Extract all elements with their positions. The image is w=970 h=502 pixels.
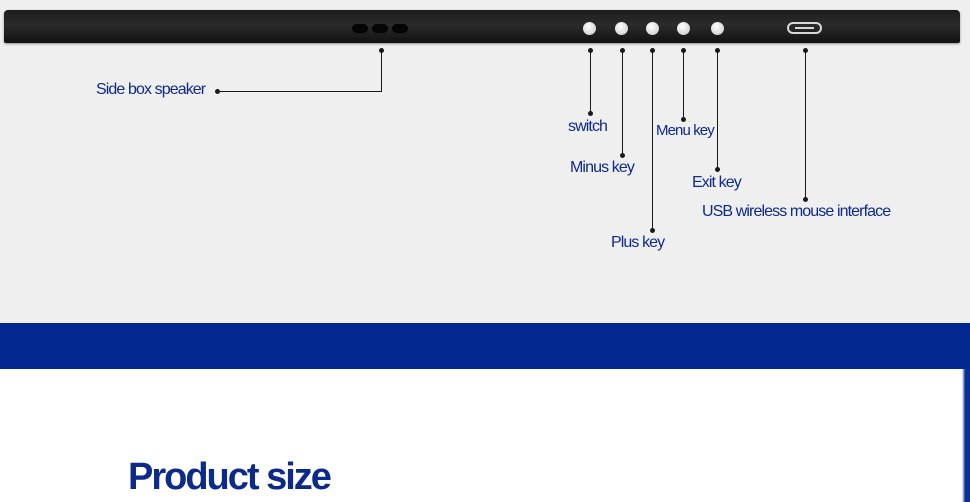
speaker-hole: [372, 24, 388, 33]
section-divider-band: [0, 323, 970, 369]
label-exit-key: Exit key: [692, 174, 742, 191]
label-usb-interface: USB wireless mouse interface: [702, 203, 891, 220]
callout-dot: [650, 228, 655, 233]
callout-line: [218, 91, 382, 92]
label-side-box-speaker: Side box speaker: [96, 81, 206, 98]
callout-dot: [215, 89, 220, 94]
label-switch: switch: [568, 118, 608, 135]
edge-decoration: [962, 369, 970, 502]
callout-line: [652, 50, 653, 231]
callout-line: [590, 50, 591, 114]
speaker-hole: [352, 24, 368, 33]
exit-key-button: [711, 22, 724, 35]
callout-line: [622, 50, 623, 156]
callout-line: [717, 50, 718, 170]
label-menu-key: Menu key: [656, 122, 715, 139]
callout-dot: [715, 167, 720, 172]
callout-line: [683, 50, 684, 120]
device-side-panel: [4, 10, 960, 43]
callout-dot: [803, 197, 808, 202]
callout-dot: [681, 117, 686, 122]
minus-key-button: [615, 22, 628, 35]
callout-dot: [620, 153, 625, 158]
callout-line: [805, 50, 806, 200]
usb-port: [787, 22, 822, 34]
callout-dot: [588, 111, 593, 116]
switch-button: [583, 22, 596, 35]
section-title: Product size: [128, 456, 332, 498]
label-minus-key: Minus key: [570, 159, 635, 176]
interface-diagram: Side box speaker switch Minus key Plus k…: [0, 0, 970, 323]
speaker-hole: [392, 24, 408, 33]
label-plus-key: Plus key: [611, 234, 665, 251]
callout-line: [381, 50, 382, 91]
plus-key-button: [646, 22, 659, 35]
menu-key-button: [677, 22, 690, 35]
